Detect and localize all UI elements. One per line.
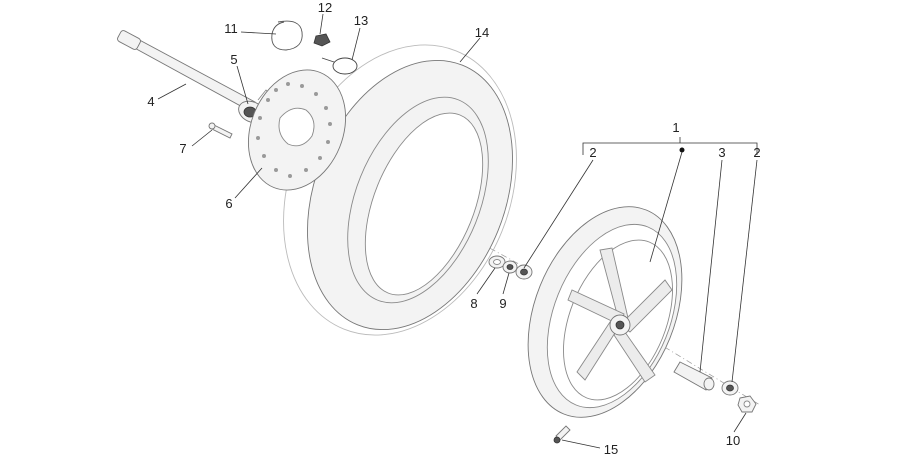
disc-holes bbox=[256, 82, 332, 178]
callout-labels: 1 2 3 2 4 5 6 7 8 9 10 11 12 13 14 15 bbox=[147, 0, 760, 457]
callout-2-left: 2 bbox=[589, 145, 596, 160]
wheel-rim-part-1 bbox=[527, 206, 683, 418]
valve-part-15 bbox=[553, 425, 571, 444]
brake-disc-part-6 bbox=[247, 69, 347, 191]
leader-lines bbox=[157, 13, 758, 449]
callout-5: 5 bbox=[230, 52, 237, 67]
callout-3: 3 bbox=[718, 145, 725, 160]
rim-spokes bbox=[567, 247, 673, 383]
callout-11: 11 bbox=[224, 21, 238, 36]
callout-8: 8 bbox=[470, 296, 477, 311]
callout-13: 13 bbox=[354, 13, 368, 28]
callout-15: 15 bbox=[604, 442, 618, 457]
callout-10: 10 bbox=[726, 433, 740, 448]
callout-7: 7 bbox=[179, 141, 186, 156]
nut-part-10 bbox=[737, 395, 757, 413]
callout-6: 6 bbox=[225, 196, 232, 211]
callout-14: 14 bbox=[475, 25, 489, 40]
bearing-part-2-left bbox=[515, 264, 533, 280]
callout-12: 12 bbox=[318, 0, 332, 15]
cable-part-11 bbox=[271, 20, 303, 51]
callout-1: 1 bbox=[672, 120, 679, 135]
spacer-part-8 bbox=[488, 255, 506, 269]
callout-9: 9 bbox=[499, 296, 506, 311]
circlip-part-13 bbox=[321, 57, 358, 75]
assembly-dot bbox=[679, 147, 685, 153]
seal-part-9 bbox=[502, 260, 518, 274]
spacer-tube-part-3 bbox=[673, 361, 715, 391]
bolt-part-7 bbox=[208, 122, 233, 139]
tyre-part-14 bbox=[283, 44, 517, 336]
clip-part-12 bbox=[313, 33, 331, 47]
callout-2-right: 2 bbox=[753, 145, 760, 160]
axle-part-4 bbox=[117, 30, 256, 111]
assembly-bracket bbox=[582, 137, 758, 155]
callout-4: 4 bbox=[147, 94, 154, 109]
bearing-part-2-right bbox=[721, 380, 739, 396]
